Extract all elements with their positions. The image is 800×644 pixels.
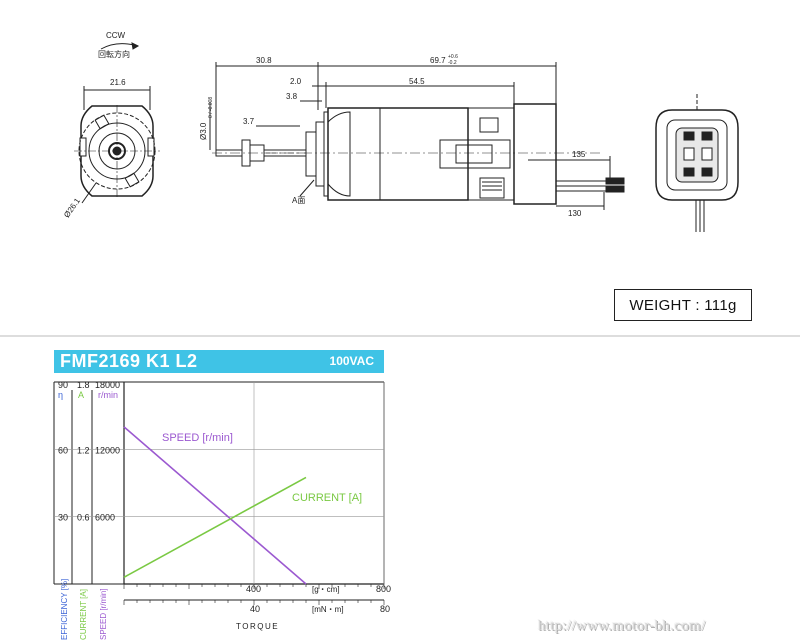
chart-model: FMF2169 K1 L2 [60, 351, 198, 371]
axis-columns [53, 382, 385, 601]
chart-series [123, 426, 307, 585]
series-label-speed: SPEED [r/min] [162, 432, 233, 444]
dim-lead-short: 130 [568, 209, 582, 218]
x-tick-label-top: 400 [246, 584, 261, 594]
weight-text: WEIGHT : 111g [629, 296, 737, 314]
dim-shaft-to-body: 30.8 [256, 56, 272, 65]
axis-symbol-current: A [78, 390, 84, 400]
face-label: A面 [292, 196, 305, 205]
dim-front-width: 21.6 [110, 78, 126, 87]
axis-symbol-speed: r/min [98, 390, 118, 400]
x-tick-label-bottom: 80 [380, 604, 390, 614]
chart-voltage: 100VAC [329, 354, 374, 368]
y-tick-label: 90 [58, 380, 68, 390]
axis-name-speed: SPEED [r/min] [99, 588, 108, 640]
y-tick-label: 30 [58, 513, 68, 523]
footer-url: http://www.motor-bh.com/ [538, 618, 706, 634]
rotation-label: CCW [106, 31, 126, 40]
axis-name-current: CURRENT [A] [79, 589, 88, 640]
y-tick-label: 1.8 [77, 380, 90, 390]
dim-body-length-tol-upper: +0.6 [448, 54, 458, 60]
dim-shaft-len: 3.7 [243, 117, 255, 126]
dim-step-a: 2.0 [290, 77, 302, 86]
dim-step-b: 3.8 [286, 92, 298, 101]
chart-grid [54, 381, 385, 584]
y-tick-label: 60 [58, 445, 68, 455]
y-tick-label: 0.6 [77, 513, 90, 523]
rear-view [655, 94, 739, 232]
x-units-bottom: [mN・m] [312, 605, 344, 614]
y-tick-label: 18000 [95, 380, 120, 390]
chart-banner: FMF2169 K1 L2 100VAC [54, 350, 384, 373]
front-view [74, 42, 160, 204]
series-line-speed [123, 426, 307, 585]
series-label-current: CURRENT [A] [292, 492, 362, 504]
y-tick-label: 6000 [95, 513, 115, 523]
y-tick-label: 12000 [95, 445, 120, 455]
x-tick-label-top: 800 [376, 584, 391, 594]
x-tick-label-bottom: 40 [250, 604, 260, 614]
chart-ticks: 90 60 30 1.8 1.2 0.6 18000 12000 6000 400 800 40 80 [58, 380, 391, 614]
dim-main-body: 54.5 [409, 77, 425, 86]
side-view [209, 62, 625, 210]
x-units-top: [g・cm] [312, 585, 340, 594]
dim-body-length-tol-lower: -0.2 [448, 60, 457, 66]
dim-body-length: 69.7 [430, 56, 446, 65]
weight-box: WEIGHT : 111g [614, 289, 752, 321]
rotation-label-jp: 回転方向 [98, 49, 130, 59]
axis-name-efficiency: EFFICIENCY [%] [60, 579, 69, 640]
y-tick-label: 1.2 [77, 445, 90, 455]
x-axis-label: TORQUE [236, 622, 279, 631]
dim-shaft-dia: Ø3.0 [199, 122, 208, 140]
series-line-current [123, 476, 307, 578]
dim-lead-long: 135 [572, 150, 586, 159]
dim-shaft-dia-tol: 0 / -0.008 [208, 97, 214, 118]
axis-symbol-efficiency: η [58, 390, 63, 400]
